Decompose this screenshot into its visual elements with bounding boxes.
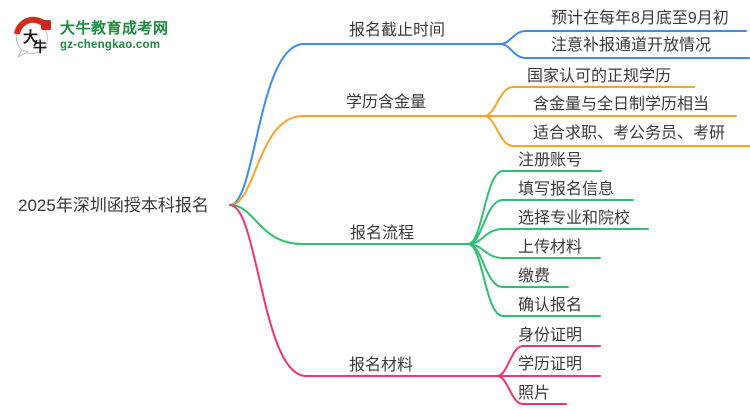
leaf-curve-process-0 — [467, 170, 602, 245]
leaf-value-2: 适合求职、考公务员、考研 — [533, 125, 726, 142]
branch-curve-value — [229, 115, 485, 206]
leaf-value-0: 国家认可的正规学历 — [527, 68, 672, 85]
leaf-curve-deadline-1 — [499, 43, 750, 59]
site-logo: 大 牛 大牛教育成考网 gz-chengkao.com — [13, 14, 169, 58]
leaf-value-1: 含金量与全日制学历相当 — [533, 96, 710, 113]
leaf-process-1: 填写报名信息 — [518, 181, 615, 198]
branch-lines-process — [229, 170, 649, 317]
leaf-materials-0: 身份证明 — [518, 327, 583, 344]
leaf-materials-2: 照片 — [518, 385, 551, 402]
branch-curve-deadline — [229, 43, 501, 206]
leaf-process-4: 缴费 — [518, 268, 551, 285]
leaf-curve-materials-2 — [496, 375, 567, 405]
root-node: 2025年深圳函授本科报名 — [18, 196, 209, 215]
logo-bubble-tail — [16, 49, 30, 58]
logo-title: 大牛教育成考网 — [60, 20, 169, 37]
branch-label-materials: 报名材料 — [349, 357, 414, 374]
branch-label-value: 学历含金量 — [346, 94, 427, 111]
logo-red-seal — [41, 20, 51, 30]
branch-curve-process — [229, 204, 469, 245]
logo-badge-char-niu: 牛 — [33, 39, 47, 55]
branch-lines-deadline — [229, 30, 750, 206]
leaf-curve-materials-0 — [496, 345, 601, 377]
branch-label-process: 报名流程 — [350, 225, 415, 242]
leaf-process-5: 确认报名 — [518, 297, 583, 314]
leaf-process-2: 选择专业和院校 — [518, 210, 631, 227]
leaf-curve-value-0 — [483, 86, 695, 117]
leaf-process-3: 上传材料 — [518, 239, 583, 256]
branch-lines-value — [229, 86, 750, 206]
branch-curve-materials — [229, 204, 498, 377]
leaf-deadline-0: 预计在每年8月底至9月初 — [551, 10, 729, 27]
leaf-deadline-1: 注意补报通道开放情况 — [551, 37, 712, 54]
leaf-process-0: 注册账号 — [518, 152, 583, 169]
branch-label-deadline: 报名截止时间 — [349, 22, 446, 39]
logo-badge-char-da: 大 — [23, 28, 38, 46]
leaf-curve-process-5 — [467, 243, 601, 317]
leaf-materials-1: 学历证明 — [518, 356, 583, 373]
daniu-logo-icon: 大 牛 — [14, 16, 51, 58]
leaf-curve-value-2 — [483, 115, 750, 147]
logo-text-block: 大牛教育成考网 gz-chengkao.com — [60, 20, 169, 52]
logo-domain: gz-chengkao.com — [60, 39, 161, 51]
branch-lines-materials — [229, 204, 601, 405]
